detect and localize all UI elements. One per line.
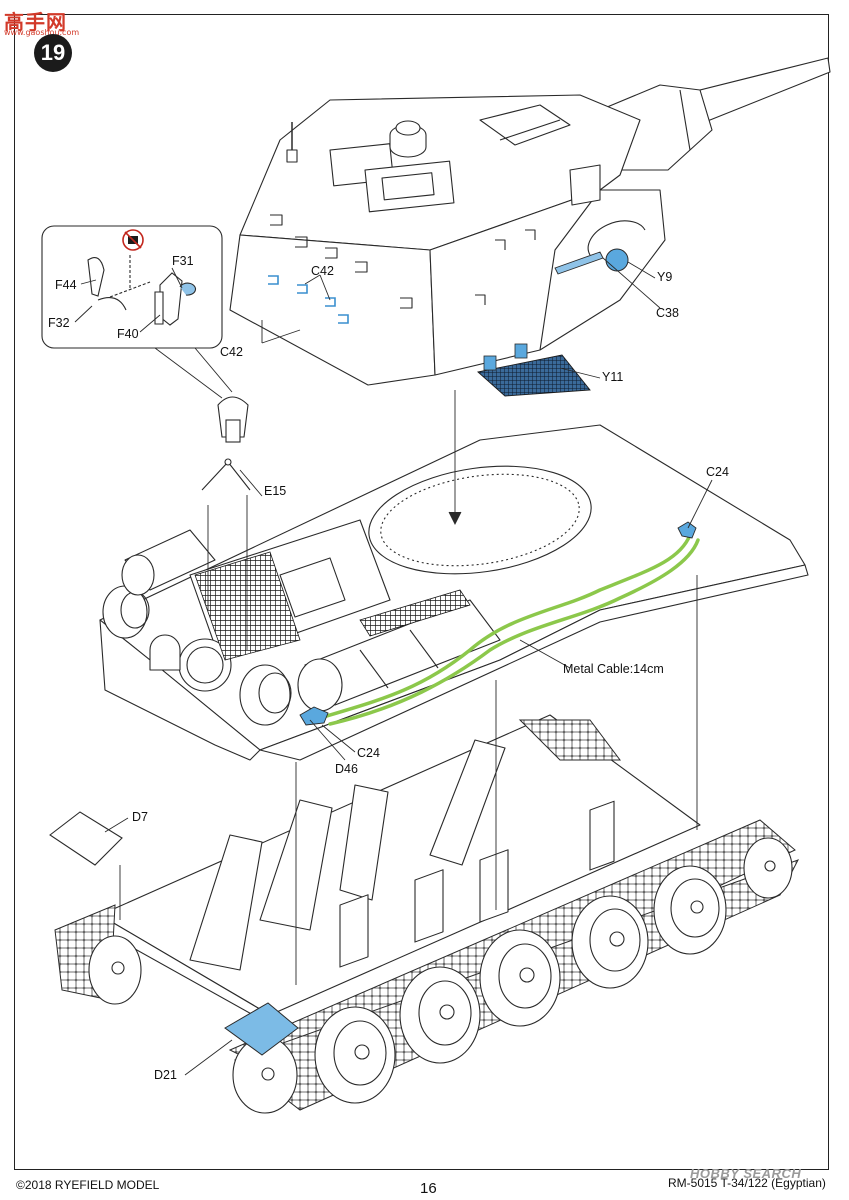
footer-copyright: ©2018 RYEFIELD MODEL <box>16 1178 160 1192</box>
watermark-url: www.gaoshou.com <box>4 28 80 37</box>
road-wheel-4 <box>571 895 649 989</box>
road-wheel-2 <box>399 966 481 1064</box>
label-C38: C38 <box>656 306 679 320</box>
part-C24-top <box>677 521 697 539</box>
antenna-base <box>286 149 298 163</box>
turret-right-face <box>429 189 666 376</box>
page-number: 16 <box>420 1180 437 1197</box>
site-watermark: 高手网 www.gaoshou.com <box>4 6 84 40</box>
drive-sprocket <box>88 935 142 1005</box>
label-F31: F31 <box>172 254 194 268</box>
road-wheel-3 <box>479 929 561 1027</box>
part-Y11-tab-left <box>483 355 497 371</box>
label-Y11: Y11 <box>602 370 624 384</box>
label-D7: D7 <box>132 810 148 824</box>
turret-ring <box>368 465 592 575</box>
label-F40: F40 <box>117 327 139 341</box>
label-F44: F44 <box>55 278 77 292</box>
upper-hull <box>99 424 809 761</box>
road-wheels <box>88 837 793 1114</box>
inset-callout <box>41 225 223 349</box>
part-E15 <box>201 396 251 491</box>
watermark-title: 高手网 <box>4 10 67 34</box>
assembly-guides <box>74 257 713 1076</box>
step-number-badge: 19 <box>34 34 72 72</box>
label-C42-bottom: C42 <box>220 345 243 359</box>
page-frame <box>14 14 829 1170</box>
hull-right-side <box>259 564 809 761</box>
label-C42-top: C42 <box>311 264 334 278</box>
label-F32: F32 <box>48 316 70 330</box>
vent-panel <box>479 104 571 146</box>
footer-product-code: RM-5015 T-34/122 (Egyptian) <box>668 1176 826 1190</box>
label-Y9: Y9 <box>657 270 673 284</box>
metal-cable <box>318 533 700 726</box>
label-E15: E15 <box>264 484 287 498</box>
part-Y11-mesh <box>477 354 591 397</box>
turret <box>229 57 831 386</box>
label-C24-bottom: C24 <box>357 746 380 760</box>
callout-lines <box>154 347 233 399</box>
lower-hull <box>99 714 701 1031</box>
spring-boxes <box>339 800 615 968</box>
part-D46 <box>299 706 329 726</box>
engine-grille <box>194 551 301 661</box>
road-wheel-1 <box>314 1006 396 1104</box>
label-D21: D21 <box>154 1068 177 1082</box>
label-D46: D46 <box>335 762 358 776</box>
part-Y11-tab-right <box>514 343 528 359</box>
part-D21 <box>224 1002 299 1056</box>
road-wheel-5 <box>653 865 727 955</box>
part-D7 <box>49 811 123 866</box>
road-wheel-6 <box>743 837 793 899</box>
turret-front-face <box>229 234 436 386</box>
hobby-search-watermark: HOBBY SEARCH <box>690 1166 802 1181</box>
exhaust-right <box>239 664 292 726</box>
label-C24-top: C24 <box>706 465 729 479</box>
part-Y9 <box>605 248 629 272</box>
label-metal-cable: Metal Cable:14cm <box>563 662 664 676</box>
part-C42-handles <box>268 275 349 324</box>
